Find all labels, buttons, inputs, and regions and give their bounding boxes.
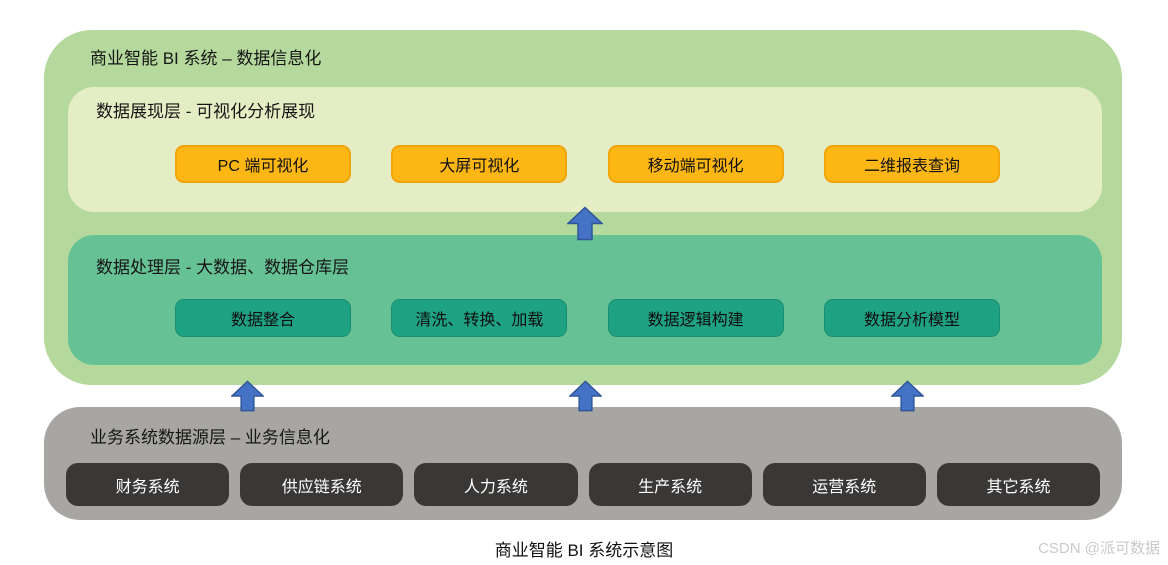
presentation-item-bigscreen: 大屏可视化 — [391, 145, 568, 183]
presentation-item-pc: PC 端可视化 — [175, 145, 351, 183]
up-arrow-icon — [231, 380, 264, 412]
up-arrow-icon — [567, 206, 603, 241]
source-item-production: 生产系统 — [588, 463, 752, 506]
bi-system-container: 商业智能 BI 系统 – 数据信息化 数据展现层 - 可视化分析展现 PC 端可… — [44, 30, 1122, 385]
source-item-supply-chain: 供应链系统 — [240, 463, 404, 506]
diagram-caption: 商业智能 BI 系统示意图 — [494, 541, 674, 560]
processing-items-row: 数据整合 清洗、转换、加载 数据逻辑构建 数据分析模型 — [175, 299, 1000, 337]
processing-item-integration: 数据整合 — [175, 299, 351, 337]
presentation-layer-title: 数据展现层 - 可视化分析展现 — [96, 102, 316, 121]
presentation-item-mobile: 移动端可视化 — [607, 145, 784, 183]
bi-system-title: 商业智能 BI 系统 – 数据信息化 — [90, 49, 322, 68]
presentation-layer: 数据展现层 - 可视化分析展现 PC 端可视化 大屏可视化 移动端可视化 二维报… — [68, 87, 1102, 212]
source-item-operations: 运营系统 — [762, 463, 926, 506]
source-item-hr: 人力系统 — [414, 463, 578, 506]
source-item-finance: 财务系统 — [66, 463, 230, 506]
processing-item-etl: 清洗、转换、加载 — [391, 299, 568, 337]
up-arrow-icon — [569, 380, 602, 412]
presentation-item-report: 二维报表查询 — [823, 145, 1000, 183]
source-layer: 业务系统数据源层 – 业务信息化 财务系统 供应链系统 人力系统 生产系统 运营… — [44, 407, 1122, 520]
processing-item-model: 数据分析模型 — [823, 299, 1000, 337]
up-arrow-icon — [891, 380, 924, 412]
source-item-other: 其它系统 — [936, 463, 1101, 506]
processing-layer-title: 数据处理层 - 大数据、数据仓库层 — [96, 258, 350, 277]
source-items-row: 财务系统 供应链系统 人力系统 生产系统 运营系统 其它系统 — [66, 463, 1101, 506]
processing-item-logic: 数据逻辑构建 — [607, 299, 784, 337]
source-layer-title: 业务系统数据源层 – 业务信息化 — [90, 428, 330, 447]
watermark-text: CSDN @派可数据 — [1038, 540, 1160, 557]
processing-layer: 数据处理层 - 大数据、数据仓库层 数据整合 清洗、转换、加载 数据逻辑构建 数… — [68, 235, 1102, 365]
presentation-items-row: PC 端可视化 大屏可视化 移动端可视化 二维报表查询 — [175, 145, 1000, 183]
